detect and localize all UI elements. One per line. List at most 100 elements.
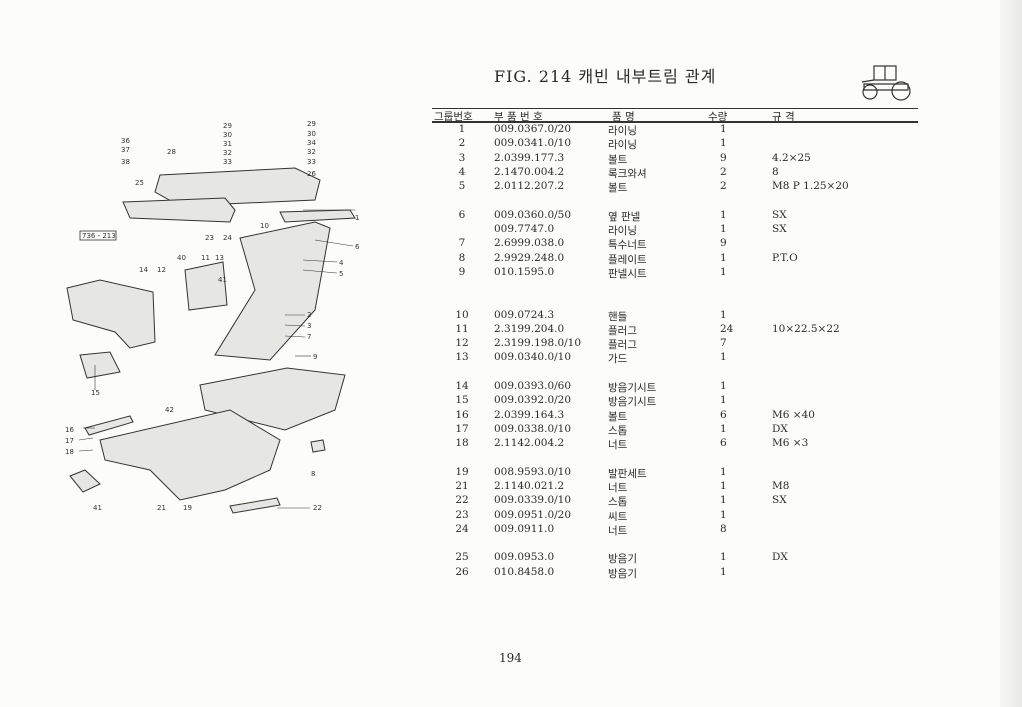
part-name: 방음기: [608, 553, 637, 565]
quantity: 6: [720, 437, 727, 449]
diagram-callout: 13: [215, 254, 224, 262]
quantity: 1: [720, 480, 727, 492]
part-number: 009.0953.0: [494, 551, 555, 563]
group-number: 26: [455, 566, 469, 578]
group-number: 23: [455, 509, 469, 521]
guard-plate: [184, 261, 228, 311]
diagram-callout: 24: [223, 234, 232, 242]
group-number: 24: [455, 523, 469, 535]
diagram-callout: 25: [135, 179, 144, 187]
diagram-callout: 29: [307, 120, 316, 128]
group-number: 22: [455, 494, 469, 506]
stop-bar: [84, 415, 134, 436]
group-number: 19: [455, 466, 469, 478]
part-name: 플레이트: [608, 254, 647, 266]
quantity: 1: [720, 223, 727, 235]
quantity: 2: [720, 166, 727, 178]
diagram-callout: 29: [223, 122, 232, 130]
part-number: 009.0341.0/10: [494, 137, 572, 149]
part-number: 009.0360.0/50: [494, 209, 572, 221]
part-name: 라이닝: [608, 125, 637, 137]
diagram-callout: 33: [223, 158, 232, 166]
part-name: 스톱: [608, 425, 628, 437]
parts-table-header: 그룹번호 부 품 번 호 품 명 수량 규 격: [432, 108, 918, 123]
quantity: 1: [720, 423, 727, 435]
mat-41: [69, 469, 101, 493]
part-name: 씨트: [608, 511, 628, 523]
diagram-callout: 14: [139, 266, 148, 274]
col-qty: 수량: [708, 111, 728, 123]
quantity: 1: [720, 137, 727, 149]
page-number: 194: [499, 651, 522, 665]
part-name: 라이닝: [608, 225, 637, 237]
diagram-callout: 30: [307, 130, 316, 138]
specification: M6 ×3: [772, 437, 809, 449]
diagram-callout: 38: [121, 158, 130, 166]
part-name: 핸들: [608, 311, 628, 323]
part-name: 가드: [608, 353, 628, 365]
part-number: 010.1595.0: [494, 266, 555, 278]
specification: 10×22.5×22: [772, 323, 840, 335]
part-number: 2.1470.004.2: [494, 166, 565, 178]
part-number: 009.0339.0/10: [494, 494, 572, 506]
group-number: 12: [455, 337, 469, 349]
page-edge-shadow: [1000, 0, 1022, 707]
quantity: 1: [720, 509, 727, 521]
specification: 4.2×25: [772, 152, 811, 164]
specification: 8: [772, 166, 779, 178]
part-name: 방음기: [608, 568, 637, 580]
quantity: 1: [720, 266, 727, 278]
floor-mat-upper: [122, 197, 236, 223]
quantity: 6: [720, 409, 727, 421]
diagram-callout: 18: [65, 448, 74, 456]
diagram-callout: 41: [218, 276, 227, 284]
quantity: 1: [720, 466, 727, 478]
quantity: 9: [720, 237, 727, 249]
part-name: 방음기시트: [608, 382, 657, 394]
group-number: 15: [455, 394, 469, 406]
diagram-callout: 41: [93, 504, 102, 512]
diagram-callout: 3: [307, 322, 311, 330]
diagram-callout: 5: [339, 270, 343, 278]
group-number: 13: [455, 351, 469, 363]
group-number: 7: [458, 237, 466, 249]
tractor-icon: [861, 65, 911, 101]
diagram-callout: 40: [177, 254, 186, 262]
specification: DX: [772, 423, 788, 435]
part-name: 옆 판넬: [608, 211, 641, 223]
diagram-callout: 26: [307, 170, 316, 178]
quantity: 8: [720, 523, 727, 535]
group-number: 11: [455, 323, 469, 335]
group-number: 3: [458, 152, 466, 164]
part-number: 2.0399.164.3: [494, 409, 565, 421]
diagram-callout: 23: [205, 234, 214, 242]
quantity: 1: [720, 252, 727, 264]
quantity: 1: [720, 209, 727, 221]
group-number: 17: [455, 423, 469, 435]
group-number: 8: [458, 252, 466, 264]
diagram-callout: 19: [183, 504, 192, 512]
reference-box: [79, 230, 117, 241]
diagram-callout: 32: [307, 148, 316, 156]
part-number: 009.0393.0/60: [494, 380, 572, 392]
pto-plate: [310, 439, 326, 453]
group-number: 10: [455, 309, 469, 321]
part-name: 너트: [608, 439, 628, 451]
col-group-no: 그룹번호: [434, 111, 473, 123]
col-part-no: 부 품 번 호: [494, 111, 543, 123]
specification: SX: [772, 494, 787, 506]
